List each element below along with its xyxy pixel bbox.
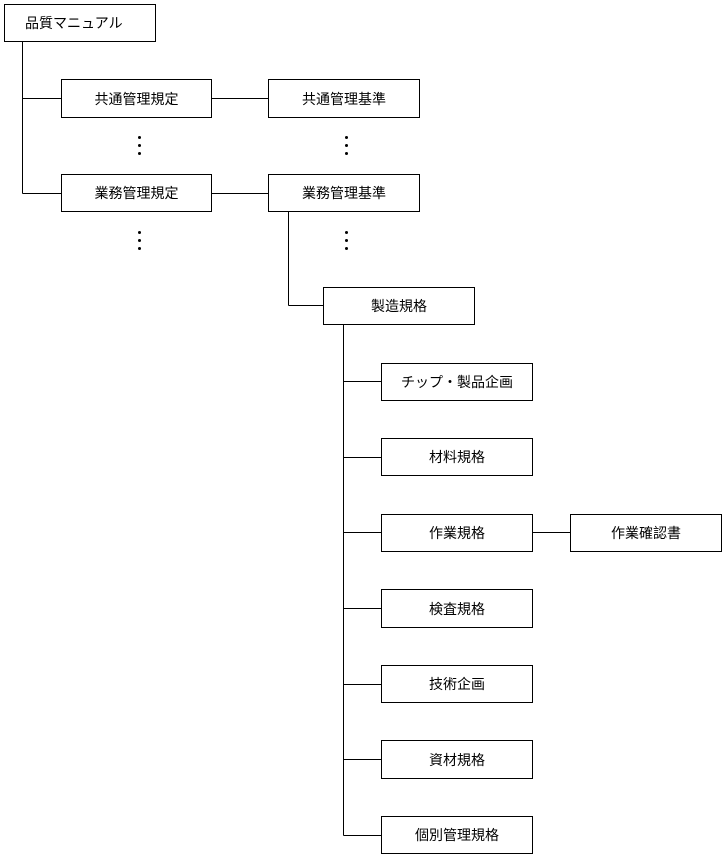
ellipsis-standards-2 (341, 231, 351, 250)
node-business-management-standards: 業務管理基準 (268, 174, 420, 212)
node-quality-manual: 品質マニュアル (4, 4, 156, 42)
node-material-specification: 材料規格 (381, 438, 533, 476)
node-technical-planning: 技術企画 (381, 665, 533, 703)
node-chip-product-planning: チップ・製品企画 (381, 363, 533, 401)
node-manufacturing-specification: 製造規格 (323, 287, 475, 325)
node-business-management-rules: 業務管理規定 (61, 174, 212, 212)
node-materials-supply-specification: 資材規格 (381, 740, 533, 779)
node-work-specification: 作業規格 (381, 514, 533, 552)
node-common-management-standards: 共通管理基準 (268, 79, 420, 118)
node-individual-management-specification: 個別管理規格 (381, 816, 533, 854)
ellipsis-rules-2 (134, 231, 144, 250)
node-work-confirmation-document: 作業確認書 (570, 514, 722, 552)
ellipsis-rules-1 (134, 136, 144, 155)
ellipsis-standards-1 (341, 136, 351, 155)
node-inspection-specification: 検査規格 (381, 589, 533, 628)
node-common-management-rules: 共通管理規定 (61, 79, 212, 118)
